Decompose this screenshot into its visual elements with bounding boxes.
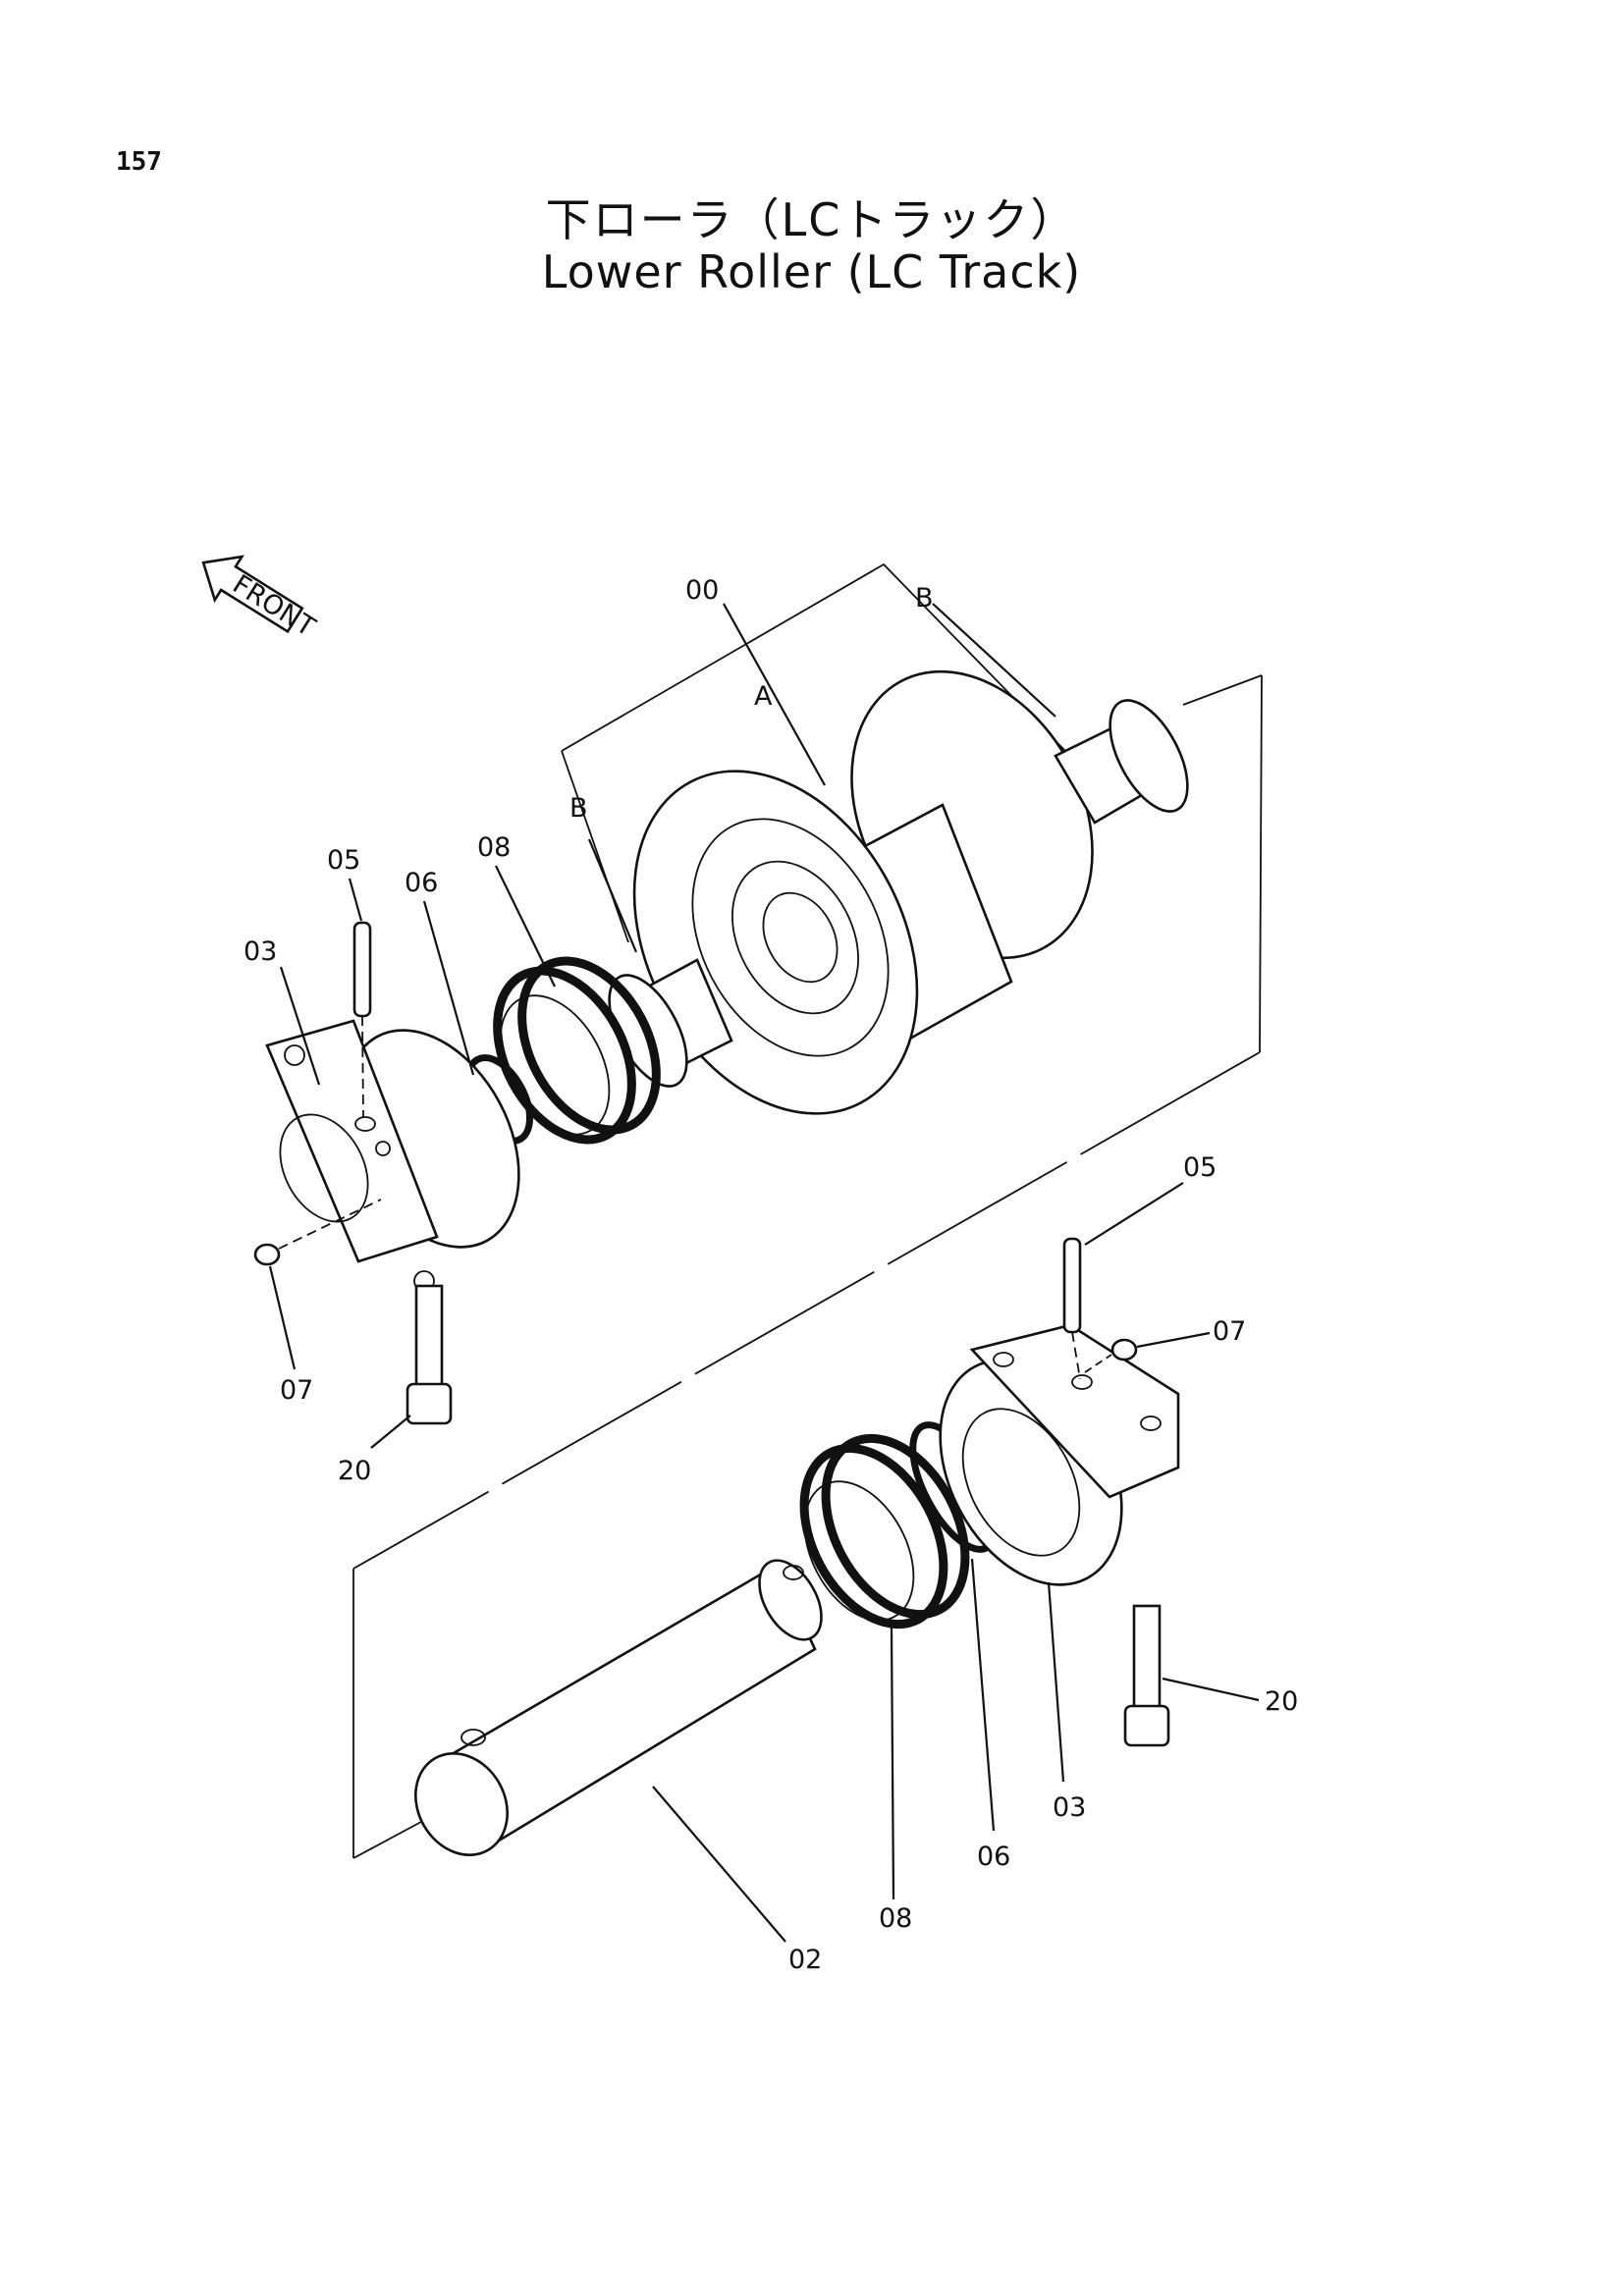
callout-07-left: 07 xyxy=(280,1375,313,1406)
callout-03-right: 03 xyxy=(1053,1792,1086,1823)
callout-05-left: 05 xyxy=(327,845,360,876)
callout-07-right: 07 xyxy=(1213,1316,1246,1347)
bolt-left xyxy=(406,1284,453,1425)
title-japanese: 下ローラ（LCトラック） xyxy=(545,193,1078,246)
callout-20-right: 20 xyxy=(1265,1686,1298,1717)
lower-roller xyxy=(608,669,1189,1115)
pin-right xyxy=(1062,1237,1082,1380)
callout-20-left: 20 xyxy=(338,1456,371,1486)
collar-left xyxy=(265,1019,520,1292)
pin-left xyxy=(352,921,372,1118)
page-number: 157 xyxy=(116,147,162,177)
callout-06-right: 06 xyxy=(977,1842,1010,1872)
front-arrow-icon: FRONT xyxy=(201,555,320,643)
plug-left xyxy=(253,1199,382,1266)
callout-b-right: B xyxy=(915,583,934,614)
plug-right xyxy=(1084,1338,1138,1373)
collar-right xyxy=(939,1323,1180,1586)
shaft xyxy=(413,1559,823,1856)
bolt-right xyxy=(1123,1604,1170,1747)
callout-03-left: 03 xyxy=(243,936,277,967)
callout-a: A xyxy=(754,681,773,712)
callout-08-right: 08 xyxy=(879,1903,912,1934)
front-label: FRONT xyxy=(227,569,320,643)
assembly-frame xyxy=(352,562,1263,1859)
callout-05-right: 05 xyxy=(1183,1152,1217,1183)
callout-08-left: 08 xyxy=(477,832,511,863)
callout-02: 02 xyxy=(788,1945,822,1975)
floating-seal-right xyxy=(799,1433,970,1629)
callout-06-left: 06 xyxy=(405,868,438,898)
leader-lines xyxy=(268,603,1260,1943)
callout-b-left: B xyxy=(569,793,588,824)
title-english: Lower Roller (LC Track) xyxy=(541,245,1082,298)
floating-seal-left xyxy=(493,956,661,1145)
callout-00: 00 xyxy=(685,575,719,606)
callout-labels: 00 A B B 05 06 08 03 07 20 05 07 20 03 0… xyxy=(243,575,1298,1975)
